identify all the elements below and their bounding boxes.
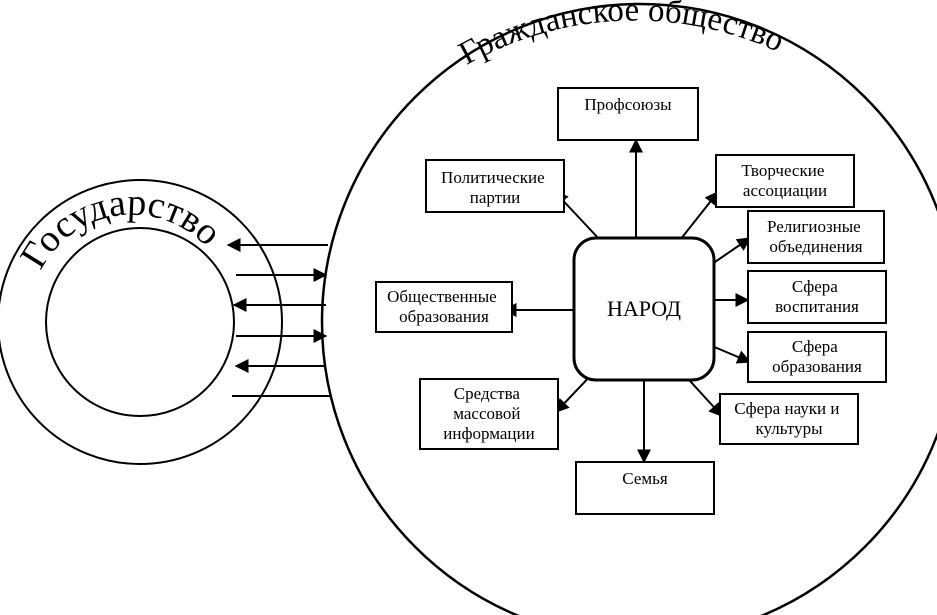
arrow-to-religioznye — [711, 237, 752, 265]
box-sfera-obrazovaniya-frame — [747, 331, 887, 383]
box-religioznye-obedineniya: Религиозные объединения — [747, 210, 885, 264]
box-smi-line-1: Средства — [454, 384, 521, 403]
box-sfera-obrazovaniya-line-1: Сфера — [792, 337, 838, 356]
box-sfera-nauki-frame — [719, 393, 859, 445]
svg-text:Сфера науки и культуры: Сфера науки и культуры — [734, 399, 843, 438]
svg-text:Политические партии: Политические партии — [441, 168, 549, 207]
box-tvorcheskie-associacii-frame — [715, 154, 855, 208]
box-semya: Семья — [575, 461, 715, 515]
box-sfera-nauki-line-2: культуры — [756, 419, 824, 438]
box-smi-line-2: массовой — [453, 404, 520, 423]
box-religioznye-obedineniya-frame — [747, 210, 885, 264]
svg-text:Средства массовой: Средства массовой информации — [443, 384, 534, 443]
box-profsoyuzy: Профсоюзы — [557, 87, 699, 141]
box-semya-frame — [575, 461, 715, 515]
box-politicheskie-partii: Политические партии — [425, 159, 565, 213]
svg-text:Профсоюзы: Профсоюзы — [584, 95, 672, 114]
state-circle-group: Государство — [0, 179, 283, 465]
box-sfera-obrazovaniya: Сфера образования — [747, 331, 887, 383]
svg-text:Семья: Семья — [622, 469, 668, 488]
svg-text:Сфера воспитания: Сфера воспитания — [775, 277, 859, 316]
box-sfera-nauki-line-1: Сфера науки и — [734, 399, 839, 418]
box-obshchestvennye-obrazovaniya-line-2: образования — [399, 307, 489, 326]
svg-text:Творческие ассоциации: Творческие ассоциации — [741, 161, 828, 200]
box-sfera-obrazovaniya-line-2: образования — [772, 357, 862, 376]
box-profsoyuzy-frame — [557, 87, 699, 141]
box-obshchestvennye-obrazovaniya-line-1: Общественные — [387, 287, 497, 306]
box-politicheskie-partii-frame — [425, 159, 565, 213]
box-smi-line-3: информации — [443, 424, 534, 443]
box-semya-line-1: Семья — [622, 469, 668, 488]
box-sfera-vospitaniya-frame — [747, 270, 887, 324]
box-sfera-nauki: Сфера науки и культуры — [719, 393, 859, 445]
center-box — [572, 236, 716, 382]
box-tvorcheskie-associacii-line-1: Творческие — [741, 161, 824, 180]
box-profsoyuzy-line-1: Профсоюзы — [584, 95, 672, 114]
arrow-to-obrazovaniya — [711, 345, 752, 364]
box-sfera-vospitaniya-line-2: воспитания — [775, 297, 859, 316]
civil-society-label: Гражданское общество — [453, 0, 789, 72]
box-politicheskie-partii-line-1: Политические — [441, 168, 545, 187]
center-node: НАРОД — [572, 236, 716, 382]
box-obshchestvennye-obrazovaniya-frame — [375, 281, 513, 333]
box-politicheskie-partii-line-2: партии — [470, 188, 521, 207]
box-religioznye-obedineniya-line-1: Религиозные — [767, 217, 861, 236]
box-tvorcheskie-associacii-line-2: ассоциации — [743, 181, 827, 200]
state-inner-circle — [45, 227, 235, 417]
box-religioznye-obedineniya-line-2: объединения — [769, 237, 862, 256]
box-smi-frame — [419, 378, 559, 450]
box-sfera-vospitaniya: Сфера воспитания — [747, 270, 887, 324]
state-label: Государство — [12, 181, 229, 275]
box-tvorcheskie-associacii: Творческие ассоциации — [715, 154, 855, 208]
box-sfera-vospitaniya-line-1: Сфера — [792, 277, 838, 296]
civil-society-circle — [320, 2, 937, 615]
box-smi: Средства массовой информации — [419, 378, 559, 450]
state-society-links — [226, 238, 332, 397]
center-label: НАРОД — [607, 296, 681, 321]
state-outer-circle — [0, 179, 283, 465]
svg-text:Религиозные объединения: Религиозные объединения — [767, 217, 865, 256]
arrow-to-tvorcheskie — [679, 190, 719, 241]
svg-text:Сфера образования: Сфера образования — [772, 337, 862, 376]
box-obshchestvennye-obrazovaniya: Общественные образования — [375, 281, 513, 333]
svg-text:Общественные образования: Общественные образования — [387, 287, 501, 326]
